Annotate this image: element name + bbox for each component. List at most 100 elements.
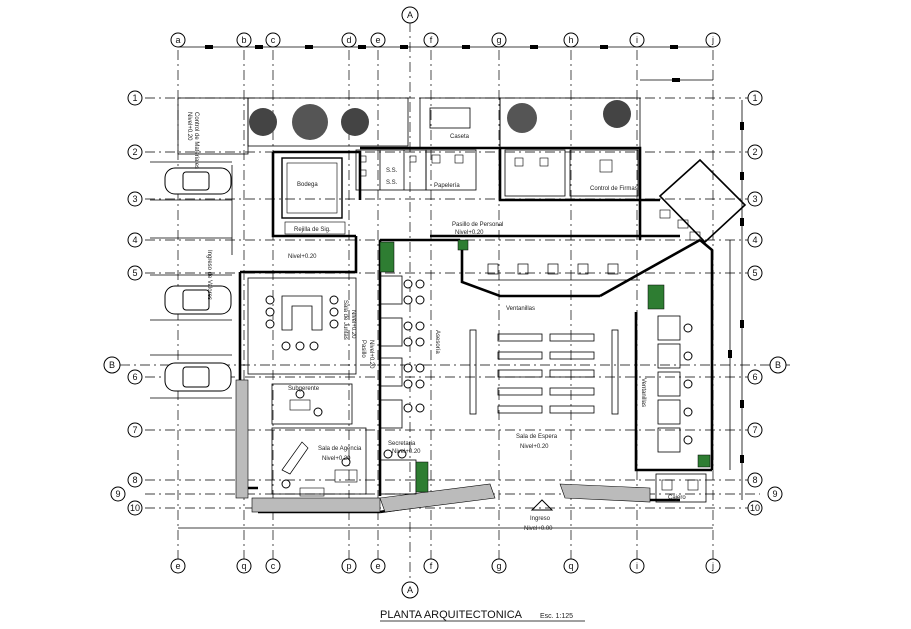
room-level: Nivel+0.20 bbox=[455, 230, 484, 236]
pasillo-left: Pasillo Nivel+0.20 bbox=[360, 340, 374, 369]
title-text: PLANTA ARQUITECTONICA bbox=[380, 609, 523, 621]
room-bodega: Bodega Rejilla de Sig. Nivel+0.20 bbox=[281, 157, 346, 260]
col-label: c bbox=[271, 561, 276, 571]
col-label: j bbox=[711, 561, 714, 571]
parking-area bbox=[150, 161, 233, 399]
row-label: 8 bbox=[132, 475, 137, 485]
row-label: 1 bbox=[752, 93, 757, 103]
row-label: 5 bbox=[132, 268, 137, 278]
col-label: e bbox=[375, 561, 380, 571]
toilet-icon bbox=[409, 155, 417, 163]
room-sala-espera: Sala de Espera Nivel+0.20 bbox=[469, 329, 619, 450]
col-label: j bbox=[711, 35, 714, 45]
room-control-firmas: Control de Firmas bbox=[504, 149, 639, 197]
col-label: i bbox=[636, 35, 638, 45]
col-label: d bbox=[346, 35, 351, 45]
tree-icon bbox=[507, 103, 537, 133]
room-secretaria: Secretaria Nivel+0.20 bbox=[379, 441, 429, 495]
row-label: 3 bbox=[132, 194, 137, 204]
row-label: 2 bbox=[752, 147, 757, 157]
tree-icon bbox=[292, 104, 328, 140]
room-level: Nivel+0.20 bbox=[392, 449, 421, 455]
room-level: Nivel+0.20 bbox=[186, 112, 192, 141]
tree-icon bbox=[603, 100, 631, 128]
row-label: 9 bbox=[115, 489, 120, 499]
plant-icon bbox=[647, 284, 665, 310]
room-label: Ingreso bbox=[530, 516, 551, 522]
room-label: S.S. bbox=[386, 180, 398, 186]
ingreso-valores: Ingreso de Valores bbox=[206, 250, 212, 300]
room-label: Papelería bbox=[434, 183, 460, 189]
toilet-icon bbox=[359, 155, 367, 163]
col-label: h bbox=[568, 35, 573, 45]
row-label: 7 bbox=[752, 425, 757, 435]
col-label: p bbox=[346, 561, 351, 571]
col-label: g bbox=[496, 561, 501, 571]
drawing-title: PLANTA ARQUITECTONICA Esc. 1:125 bbox=[380, 609, 585, 622]
col-label: f bbox=[430, 35, 433, 45]
room-label: Cajero bbox=[668, 495, 686, 501]
room-label: Ventanillas bbox=[506, 306, 535, 312]
car-icon bbox=[164, 362, 232, 392]
section-b-right: B bbox=[775, 360, 781, 370]
room-label: Asesoría bbox=[434, 330, 440, 354]
plant-icon bbox=[457, 239, 469, 251]
main-entrance: Ingreso Nivel+0.00 bbox=[524, 499, 554, 532]
room-control-materiales: Control de Materiales Nivel+0.20 bbox=[186, 112, 199, 169]
plant-icon bbox=[415, 461, 429, 493]
dimension-line-right bbox=[728, 100, 744, 500]
grid-row-labels-left: 1 2 3 4 5 6 7 8 9 10 bbox=[110, 90, 143, 516]
tree-icon bbox=[341, 108, 369, 136]
col-label: i bbox=[636, 561, 638, 571]
ventanillas-right: Ventanillas bbox=[640, 284, 711, 468]
col-label: e bbox=[375, 35, 380, 45]
top-garden bbox=[177, 97, 641, 155]
room-label: Secretaria bbox=[388, 441, 416, 447]
building-walls bbox=[238, 146, 714, 514]
scale-text: Esc. 1:125 bbox=[540, 613, 573, 620]
col-label: e bbox=[175, 561, 180, 571]
room-label: Control de Materiales bbox=[193, 112, 199, 169]
room-label: Sala de Espera bbox=[516, 434, 558, 440]
room-caseta: Caseta bbox=[429, 107, 471, 140]
plant-icon bbox=[697, 454, 711, 468]
tree-icon bbox=[249, 108, 277, 136]
room-diagonal-top-right bbox=[658, 158, 747, 244]
dimension-line-top bbox=[178, 45, 713, 49]
room-level: Nivel+0.20 bbox=[520, 444, 549, 450]
room-level: Nivel+0.20 bbox=[322, 456, 351, 462]
pasillo-personal: Pasillo de Personal Nivel+0.20 bbox=[379, 222, 503, 273]
room-label: Ingreso de Valores bbox=[206, 250, 212, 300]
row-label: 4 bbox=[132, 235, 137, 245]
room-level: Nivel+0.20 bbox=[288, 254, 317, 260]
perimeter-hatch bbox=[235, 379, 651, 513]
room-label: Sala de Agencia bbox=[318, 446, 362, 452]
room-label: Bodega bbox=[297, 182, 318, 188]
room-sala-juntas: Sala de Juntas Nivel+0.20 bbox=[247, 277, 357, 375]
row-label: 6 bbox=[132, 372, 137, 382]
room-label: Pasillo de Personal bbox=[452, 222, 503, 228]
col-label: a bbox=[175, 35, 180, 45]
toilet-icon bbox=[359, 169, 367, 177]
car-icon bbox=[164, 285, 232, 315]
room-sala-agencia: Sala de Agencia Nivel+0.20 bbox=[271, 427, 367, 497]
room-subgerente: Subgerente bbox=[271, 383, 353, 425]
section-a-bottom: A bbox=[407, 585, 413, 595]
ventanillas-top: Ventanillas bbox=[478, 263, 640, 312]
room-asesoria: Asesoría bbox=[379, 275, 440, 429]
room-label: Ventanillas bbox=[640, 378, 646, 407]
col-label: q bbox=[241, 561, 246, 571]
room-papeleria: Papelería bbox=[425, 149, 477, 191]
row-label: 2 bbox=[132, 147, 137, 157]
room-label: S.S. bbox=[386, 168, 398, 174]
section-b-left: B bbox=[109, 360, 115, 370]
room-level: Nivel+0.20 bbox=[350, 310, 356, 339]
room-label: Sala de Juntas bbox=[342, 300, 348, 340]
row-label: 10 bbox=[750, 503, 760, 513]
row-label: 7 bbox=[132, 425, 137, 435]
room-level: Nivel+0.00 bbox=[524, 526, 553, 532]
room-label: Control de Firmas bbox=[590, 186, 638, 192]
col-label: g bbox=[496, 35, 501, 45]
row-label: 3 bbox=[752, 194, 757, 204]
